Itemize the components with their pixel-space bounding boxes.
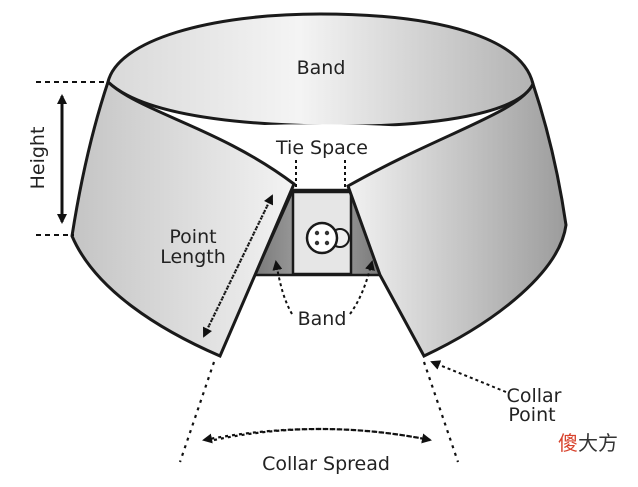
label-point-length-1: Point [169,226,216,248]
button-hole-dot [324,240,330,246]
button-hole-dot [324,230,330,236]
band-arrow-left [272,260,293,315]
point-length-arrow-reverse [203,194,274,337]
band-inner-opening [160,124,488,155]
collar-point-arrow [430,360,507,393]
point-length-arrow [202,195,273,338]
label-collar-point-1: Collar [507,385,562,407]
label-height: Height [27,127,49,190]
watermark-first-char: 傻 [558,431,578,455]
label-point-length-2: Length [160,246,226,268]
collar-button [305,221,339,255]
label-band-lower: Band [298,308,347,330]
button-hole-dot [314,230,320,236]
label-collar-spread: Collar Spread [262,453,390,475]
collar-leaf-right [346,79,568,358]
watermark-rest: 大方 [578,431,618,455]
label-collar-point-2: Point [508,404,555,426]
spread-guide-right [422,361,460,463]
label-band-top: Band [297,57,346,79]
spread-arrow [213,427,432,444]
band-arrow-right [349,260,375,315]
spread-guide-left [178,361,216,463]
collar-leaf-left [70,79,296,358]
label-tie-space: Tie Space [275,137,368,159]
watermark: 傻大方 [558,427,618,456]
button-hole-dot [314,240,320,246]
spread-arrow-reverse [202,427,431,444]
